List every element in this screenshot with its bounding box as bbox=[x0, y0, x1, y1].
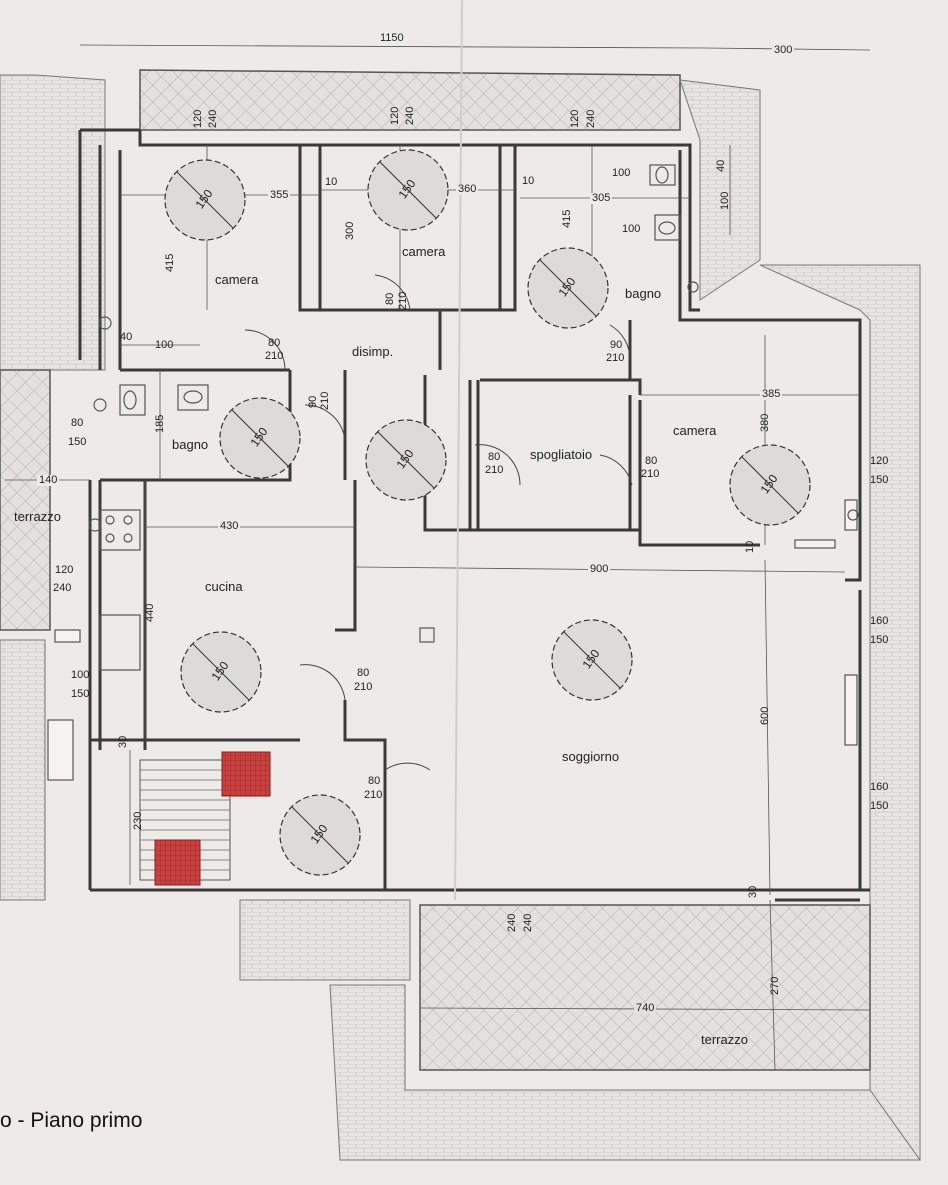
room-camera-left: camera bbox=[215, 272, 259, 287]
door2-w: 80 bbox=[384, 292, 396, 305]
dim-300: 300 bbox=[344, 221, 356, 240]
room-spogliatoio: spogliatoio bbox=[530, 447, 593, 462]
door4-w: 90 bbox=[307, 395, 319, 408]
dim-380: 380 bbox=[759, 413, 771, 432]
dim-100-bath: 100 bbox=[155, 339, 174, 351]
room-camera-right: camera bbox=[673, 423, 717, 438]
door3-h: 210 bbox=[606, 352, 625, 364]
win-top1-b: 240 bbox=[207, 109, 219, 128]
room-bagno-left: bagno bbox=[172, 437, 209, 452]
door5-h: 210 bbox=[485, 464, 504, 476]
rwin3-w: 160 bbox=[870, 781, 889, 793]
circle-diagonals bbox=[176, 161, 799, 864]
room-soggiorno: soggiorno bbox=[562, 749, 620, 764]
lwin3-w: 100 bbox=[71, 669, 90, 681]
dim-900: 900 bbox=[588, 563, 611, 575]
lwin2-h: 240 bbox=[53, 582, 72, 594]
room-terrazzo-left: terrazzo bbox=[14, 509, 61, 524]
dim-740: 740 bbox=[634, 1002, 657, 1014]
rwin2-w: 160 bbox=[870, 615, 889, 627]
room-terrazzo-bottom: terrazzo bbox=[701, 1032, 748, 1047]
lwin1-w: 80 bbox=[71, 417, 84, 429]
rwin3-h: 150 bbox=[870, 800, 889, 812]
dim-185: 185 bbox=[154, 414, 166, 433]
door6-w: 80 bbox=[645, 455, 658, 467]
dim-305: 305 bbox=[590, 192, 613, 204]
win-top2-a: 120 bbox=[389, 106, 401, 125]
dim-10a: 10 bbox=[325, 176, 338, 188]
dim-100-sink: 100 bbox=[622, 223, 641, 235]
stairs bbox=[139, 751, 271, 886]
room-disimp: disimp. bbox=[352, 344, 394, 359]
roof-edges bbox=[0, 69, 921, 1161]
lwin3-h: 150 bbox=[71, 688, 90, 700]
door7-h: 210 bbox=[354, 681, 373, 693]
dim-30b: 30 bbox=[747, 885, 759, 898]
room-cucina: cucina bbox=[205, 579, 243, 594]
dim-30a: 30 bbox=[117, 735, 129, 748]
room-bagno-right: bagno bbox=[625, 286, 662, 301]
dim-10b: 10 bbox=[522, 175, 535, 187]
dim-270: 270 bbox=[769, 976, 781, 995]
dim-40: 40 bbox=[120, 331, 133, 343]
rwin1-w: 120 bbox=[870, 455, 889, 467]
lwin1-h: 150 bbox=[68, 436, 87, 448]
dim-355: 355 bbox=[268, 189, 291, 201]
dim-360: 360 bbox=[456, 183, 479, 195]
paper-fold bbox=[454, 0, 463, 901]
door3-w: 90 bbox=[610, 339, 623, 351]
door6-h: 210 bbox=[641, 468, 660, 480]
win-top2-b: 240 bbox=[404, 106, 416, 125]
dim-100-wc: 100 bbox=[612, 167, 631, 179]
dim-600: 600 bbox=[759, 706, 771, 725]
dim-top-300: 300 bbox=[772, 44, 795, 56]
door-swings bbox=[244, 274, 633, 771]
win-bot-b: 240 bbox=[522, 913, 534, 932]
door8-h: 210 bbox=[364, 789, 383, 801]
dim-10c: 10 bbox=[744, 540, 756, 553]
rwin2-h: 150 bbox=[870, 634, 889, 646]
door8-w: 80 bbox=[368, 775, 381, 787]
rwin1-h: 150 bbox=[870, 474, 889, 486]
dim-415b: 415 bbox=[561, 209, 573, 228]
win-top3-b: 240 bbox=[585, 109, 597, 128]
door1-h: 210 bbox=[265, 350, 284, 362]
win-top1-a: 120 bbox=[192, 109, 204, 128]
win-top3-a: 120 bbox=[569, 109, 581, 128]
lwin2-w: 120 bbox=[55, 564, 74, 576]
dim-top-1150: 1150 bbox=[378, 32, 406, 44]
dim-430: 430 bbox=[218, 520, 241, 532]
windows bbox=[47, 499, 858, 781]
dim-440: 440 bbox=[144, 603, 156, 622]
dim-415a: 415 bbox=[164, 253, 176, 272]
door4-h: 210 bbox=[319, 391, 331, 410]
room-camera-mid: camera bbox=[402, 244, 446, 259]
door7-w: 80 bbox=[357, 667, 370, 679]
dim-140: 140 bbox=[37, 474, 60, 486]
door1-w: 80 bbox=[268, 337, 281, 349]
door2-h: 210 bbox=[397, 291, 409, 310]
win-bot-a: 240 bbox=[506, 913, 518, 932]
fixtures bbox=[88, 164, 859, 671]
win-right-40: 40 bbox=[715, 159, 727, 172]
dim-230: 230 bbox=[132, 811, 144, 830]
dim-385: 385 bbox=[760, 388, 783, 400]
door5-w: 80 bbox=[488, 451, 501, 463]
win-right-100: 100 bbox=[719, 191, 731, 210]
page-title: o - Piano primo bbox=[0, 1109, 143, 1132]
